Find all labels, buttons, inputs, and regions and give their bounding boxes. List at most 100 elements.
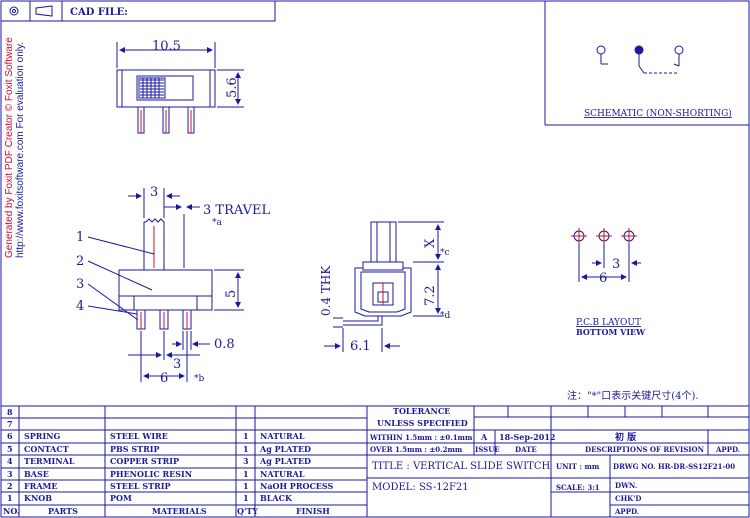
pitch-dim: 3 <box>173 357 181 372</box>
model-label: MODEL: SS-12F21 <box>372 482 469 493</box>
svg-text:COPPER STRIP: COPPER STRIP <box>110 456 179 466</box>
unit-label: UNIT : mm <box>556 462 600 471</box>
table-row: 5 CONTACT PBS STRIP 1 Ag PLATED <box>7 444 311 454</box>
svg-text:FRAME: FRAME <box>24 481 58 491</box>
travel-label: 3 TRAVEL <box>203 203 270 218</box>
cad-file-label: CAD FILE: <box>70 7 128 18</box>
side-height-note: *d <box>440 311 451 321</box>
table-row: 1 KNOB POM 1 BLACK <box>7 493 293 503</box>
desc-label: DESCRIPTIONS OF REVISION <box>585 445 705 454</box>
appd2-label: APPD. <box>614 507 639 516</box>
date-label: DATE <box>515 445 537 454</box>
svg-text:NATURAL: NATURAL <box>260 431 305 441</box>
revision-desc: 初 版 <box>615 431 636 443</box>
svg-text:8: 8 <box>7 407 13 417</box>
x-note: *c <box>440 248 450 258</box>
svg-text:SPRING: SPRING <box>24 431 60 441</box>
front-height-dim: 5 <box>224 290 239 298</box>
drawing-number: DRWG NO. HR-DR-SS12F21-00 <box>613 462 735 471</box>
svg-text:7: 7 <box>7 419 13 429</box>
knob-width-dim: 3 <box>150 185 158 200</box>
callout-3: 3 <box>76 277 84 292</box>
key-dimension-note: 注："*"口表示关键尺寸(4个). <box>567 389 699 402</box>
svg-text:POM: POM <box>110 493 132 503</box>
appd-label: APPD. <box>715 445 740 454</box>
side-view <box>324 221 444 352</box>
svg-text:4: 4 <box>7 456 13 466</box>
thk-label: 0.4 THK <box>319 265 333 316</box>
top-width-dim: 10.5 <box>152 39 181 54</box>
svg-text:5: 5 <box>7 444 13 454</box>
svg-text:BASE: BASE <box>24 469 49 479</box>
top-height-dim: 5.6 <box>225 77 240 98</box>
pin-width-dim: 0.8 <box>214 337 235 352</box>
svg-text:STEEL STRIP: STEEL STRIP <box>110 481 170 491</box>
issue-label: ISSUE <box>475 445 500 454</box>
watermark-line2: http://www.foxitsoftware.com For evaluat… <box>15 42 26 258</box>
svg-text:PHENOLIC RESIN: PHENOLIC RESIN <box>110 469 192 479</box>
dwn-label: DWN. <box>615 481 637 490</box>
table-header: NO. PARTS MATERIALS Q'TY FINISH <box>3 506 330 516</box>
tolerance-over: OVER 1.5mm : ±0.2mm <box>370 445 463 454</box>
table-row: 3 BASE PHENOLIC RESIN 1 NATURAL <box>7 469 305 479</box>
revision-date: 18-Sep-2012 <box>499 432 556 442</box>
x-label: X <box>423 238 438 248</box>
title-block-text: TOLERANCE UNLESS SPECIFIED WITHIN 1.5mm … <box>369 406 740 516</box>
pcb-caption-1: P.C.B LAYOUT <box>576 318 641 328</box>
revision-letter: A <box>480 432 488 442</box>
svg-text:1: 1 <box>7 493 13 503</box>
scale-label: SCALE: 3:1 <box>556 483 600 492</box>
watermark-line1: Generated by Foxit PDF Creator © Foxit S… <box>4 37 15 258</box>
cad-file-header: CAD FILE: <box>0 0 276 22</box>
callout-2: 2 <box>76 254 84 269</box>
callout-4: 4 <box>76 299 84 314</box>
drawing-title: TITLE : VERTICAL SLIDE SWITCH <box>372 461 550 472</box>
span-dim: 6 <box>160 371 168 386</box>
svg-text:3: 3 <box>7 469 13 479</box>
svg-text:PBS STRIP: PBS STRIP <box>110 444 159 454</box>
travel-note: *a <box>212 218 223 228</box>
span-note: *b <box>194 374 205 384</box>
front-view <box>87 188 244 382</box>
schematic-caption: SCHEMATIC (NON-SHORTING) <box>584 108 732 119</box>
pcb-caption-2: BOTTOM VIEW <box>576 327 646 337</box>
svg-text:1: 1 <box>243 469 249 479</box>
unless-label: UNLESS SPECIFIED <box>377 418 468 428</box>
svg-text:NaOH PROCESS: NaOH PROCESS <box>260 481 334 491</box>
svg-text:NATURAL: NATURAL <box>260 469 305 479</box>
svg-text:PARTS: PARTS <box>48 506 78 516</box>
svg-text:KNOB: KNOB <box>24 493 52 503</box>
pcb-layout <box>571 228 641 282</box>
chkd-label: CHK'D <box>615 494 641 503</box>
tolerance-within: WITHIN 1.5mm : ±0.1mm <box>369 433 473 442</box>
table-row: 6 SPRING STEEL WIRE 1 NATURAL <box>7 431 305 441</box>
svg-text:3: 3 <box>243 456 249 466</box>
top-view <box>116 42 244 134</box>
svg-text:Q'TY: Q'TY <box>237 506 258 516</box>
table-row: 2 FRAME STEEL STRIP 1 NaOH PROCESS <box>7 481 334 491</box>
svg-text:NO.: NO. <box>3 506 20 516</box>
table-row: 4 TERMINAL COPPER STRIP 3 Ag PLATED <box>7 456 311 466</box>
svg-text:1: 1 <box>243 431 249 441</box>
svg-text:MATERIALS: MATERIALS <box>152 506 207 516</box>
svg-text:TERMINAL: TERMINAL <box>24 456 75 466</box>
knob-hatch <box>138 77 166 99</box>
side-depth-dim: 6.1 <box>350 339 371 354</box>
schematic-terminal-right <box>674 45 684 55</box>
schematic-panel: SCHEMATIC (NON-SHORTING) <box>544 1 749 126</box>
schematic-terminal-left <box>596 45 606 55</box>
tolerance-label: TOLERANCE <box>393 406 450 416</box>
svg-text:STEEL WIRE: STEEL WIRE <box>110 431 168 441</box>
svg-text:BLACK: BLACK <box>260 493 293 503</box>
side-height-dim: 7.2 <box>423 285 438 306</box>
bom-rows: 8 7 6 SPRING STEEL WIRE 1 NATURAL 5 CONT… <box>3 407 334 516</box>
svg-text:1: 1 <box>243 493 249 503</box>
title-block <box>366 405 750 518</box>
svg-text:1: 1 <box>243 481 249 491</box>
table-row: 8 <box>7 407 13 417</box>
svg-text:6: 6 <box>7 431 13 441</box>
table-row: 7 <box>7 419 13 429</box>
pcb-pitch-dim: 3 <box>612 257 620 272</box>
schematic-terminal-common <box>634 45 644 55</box>
